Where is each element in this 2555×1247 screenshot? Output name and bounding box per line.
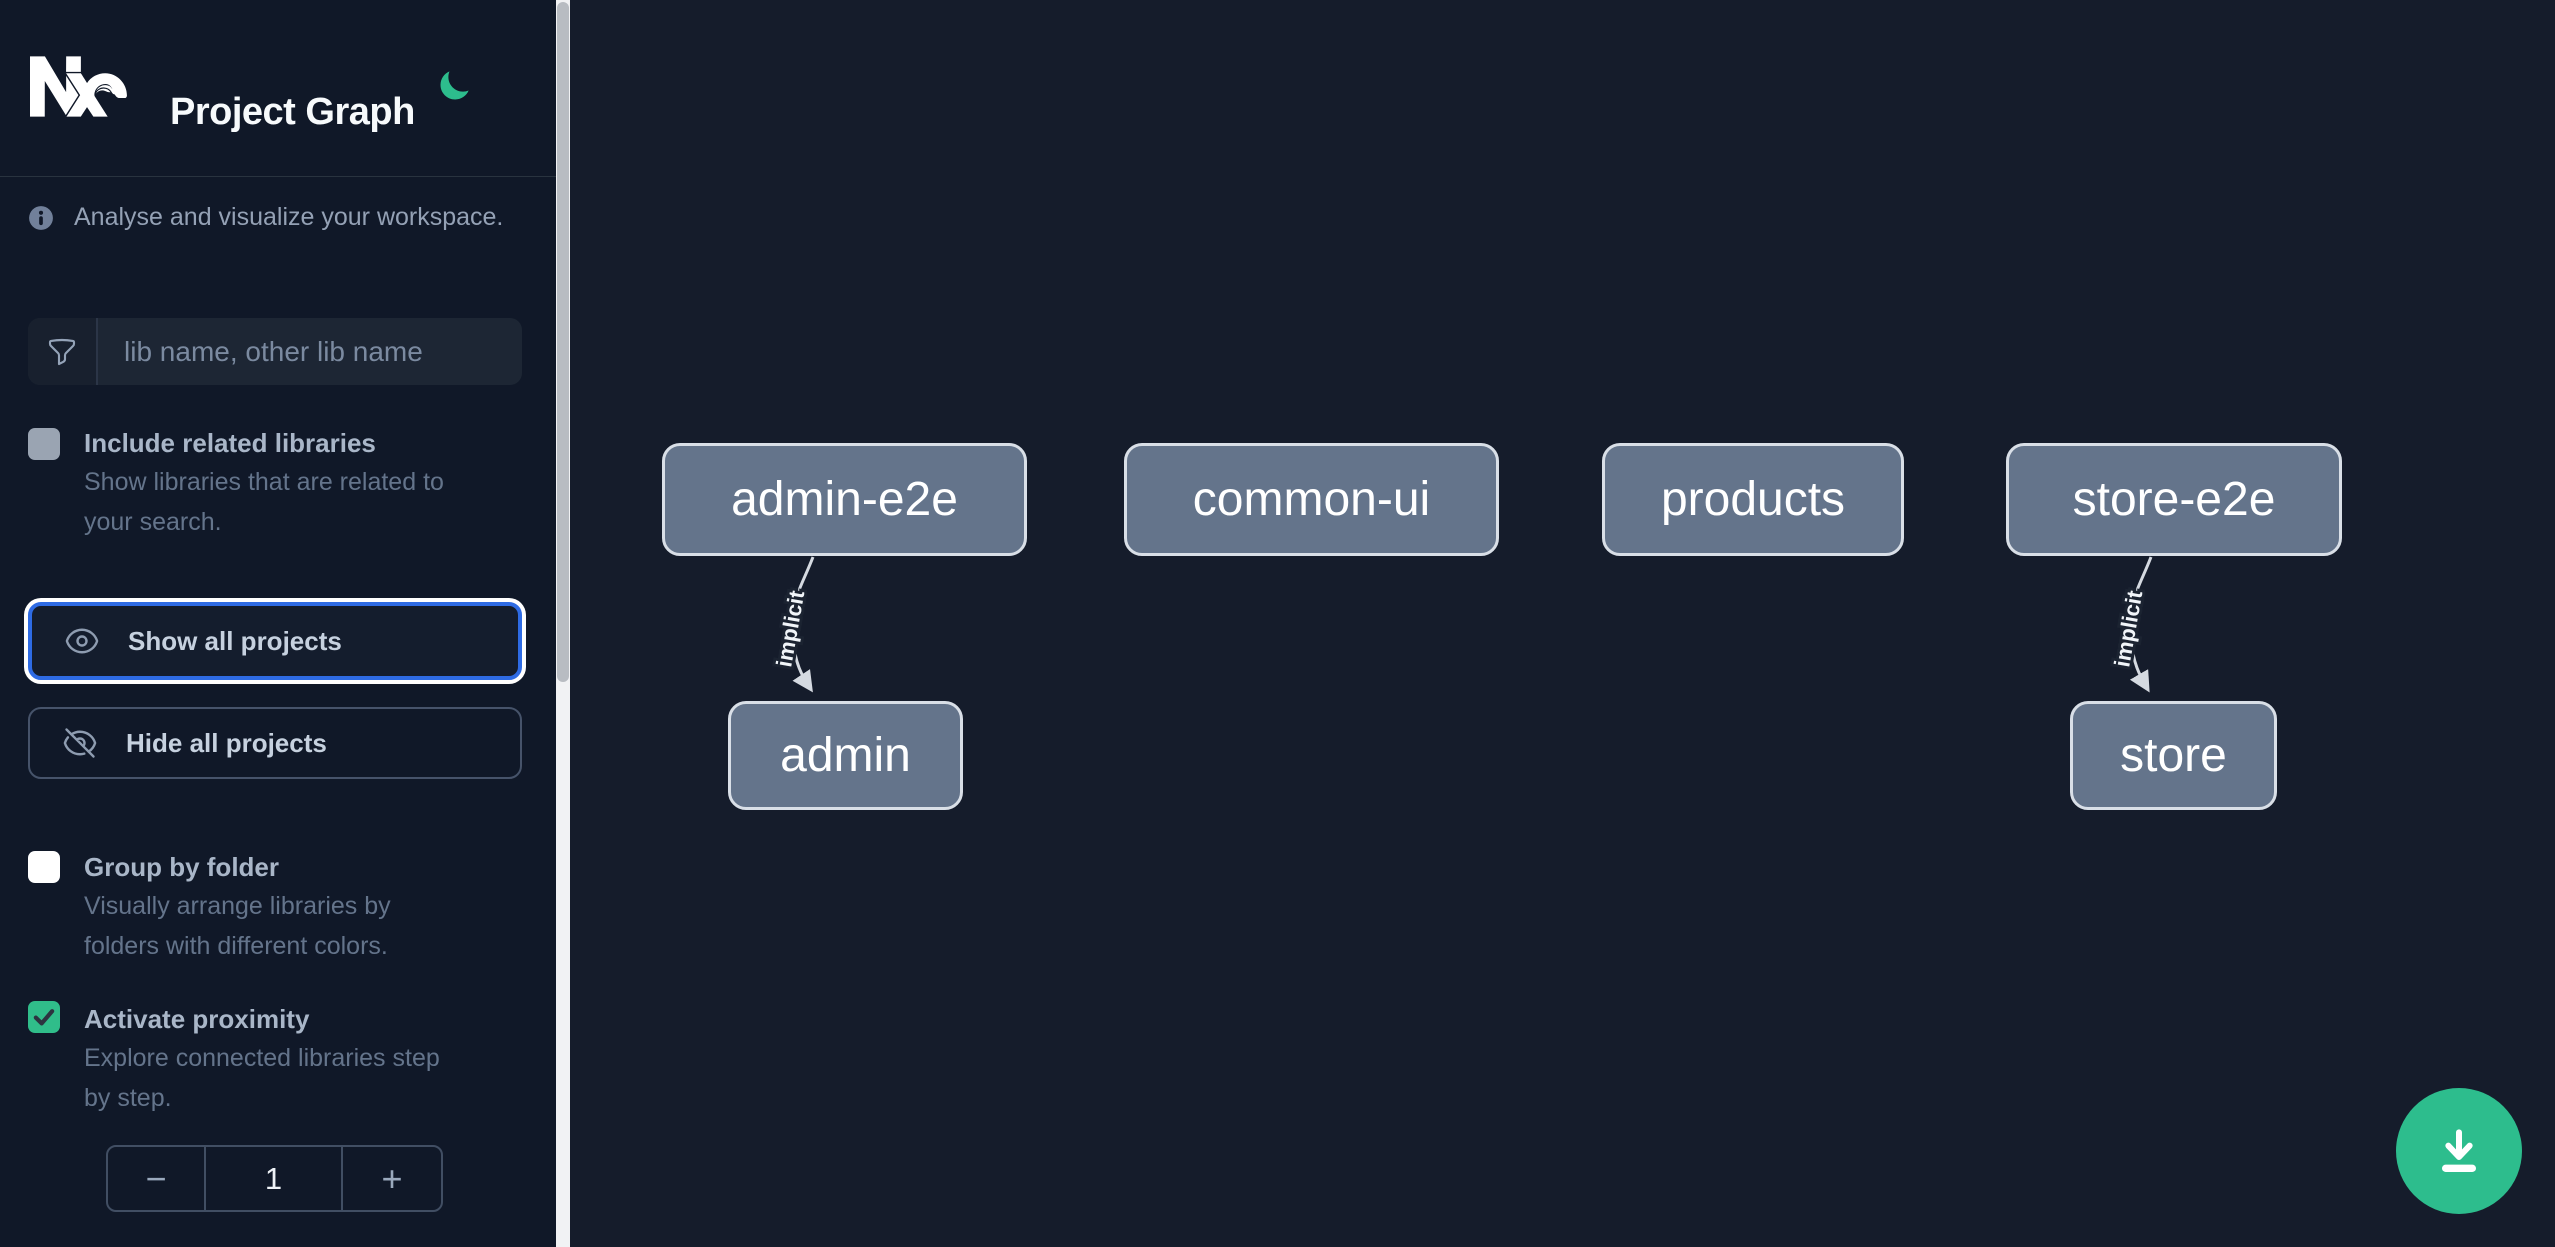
node-label: store	[2120, 729, 2227, 782]
proximity-stepper: − 1 +	[106, 1145, 443, 1212]
include-related-label[interactable]: Include related libraries	[84, 428, 376, 458]
filter-input[interactable]	[98, 318, 522, 385]
graph-node-store-e2e[interactable]: store-e2e	[2006, 443, 2342, 556]
sidebar: Project Graph Analyse and visualize your…	[0, 0, 556, 1247]
graph-node-common-ui[interactable]: common-ui	[1124, 443, 1499, 556]
project-graph-canvas[interactable]: implicit implicit admin-e2e common-ui pr…	[570, 0, 2555, 1247]
funnel-icon	[28, 318, 98, 385]
node-label: common-ui	[1192, 473, 1431, 526]
show-all-projects-label: Show all projects	[128, 625, 342, 656]
group-by-folder-description: Visually arrange libraries by folders wi…	[84, 892, 391, 960]
workspace-tagline-row: Analyse and visualize your workspace.	[28, 203, 503, 232]
activate-proximity-description: Explore connected libraries step by step…	[84, 1044, 440, 1112]
page-title: Project Graph	[170, 91, 415, 134]
eye-slash-icon	[63, 728, 97, 758]
filter-box	[28, 318, 522, 385]
edge-label-implicit: implicit	[2109, 588, 2147, 669]
node-label: store-e2e	[2072, 473, 2276, 526]
sidebar-scrollbar-thumb[interactable]	[557, 2, 569, 682]
workspace-tagline: Analyse and visualize your workspace.	[74, 203, 504, 231]
edge-store-e2e-to-store[interactable]: implicit	[2106, 556, 2153, 693]
graph-node-admin-e2e[interactable]: admin-e2e	[662, 443, 1027, 556]
proximity-decrement-button[interactable]: −	[108, 1147, 204, 1210]
node-label: admin-e2e	[731, 473, 958, 526]
checkmark-icon	[33, 1009, 55, 1026]
graph-node-admin[interactable]: admin	[728, 701, 963, 810]
hide-all-projects-button[interactable]: Hide all projects	[28, 707, 522, 779]
sidebar-header: Project Graph	[0, 0, 556, 177]
download-icon	[2442, 1129, 2476, 1172]
activate-proximity-checkbox[interactable]	[28, 1001, 60, 1033]
node-label: admin	[780, 729, 911, 782]
group-by-folder-label[interactable]: Group by folder	[84, 852, 279, 882]
graph-node-products[interactable]: products	[1602, 443, 1904, 556]
moon-icon	[440, 71, 469, 100]
node-label: products	[1660, 473, 1846, 526]
hide-all-projects-label: Hide all projects	[126, 727, 327, 758]
download-graph-button[interactable]	[2396, 1088, 2522, 1214]
proximity-value: 1	[204, 1147, 343, 1210]
graph-edges: implicit implicit	[768, 556, 2153, 693]
include-related-description: Show libraries that are related to your …	[84, 468, 444, 536]
edge-admin-e2e-to-admin[interactable]: implicit	[768, 556, 815, 693]
group-by-folder-checkbox[interactable]	[28, 851, 60, 883]
info-icon	[29, 205, 53, 230]
theme-toggle-button[interactable]	[436, 68, 472, 104]
show-all-projects-button[interactable]: Show all projects	[28, 602, 522, 680]
nx-logo	[30, 56, 127, 117]
activate-proximity-label[interactable]: Activate proximity	[84, 1004, 310, 1034]
graph-node-store[interactable]: store	[2070, 701, 2277, 810]
proximity-increment-button[interactable]: +	[343, 1147, 441, 1210]
edge-label-implicit: implicit	[771, 588, 809, 669]
eye-icon	[65, 628, 99, 654]
include-related-checkbox[interactable]	[28, 428, 60, 460]
